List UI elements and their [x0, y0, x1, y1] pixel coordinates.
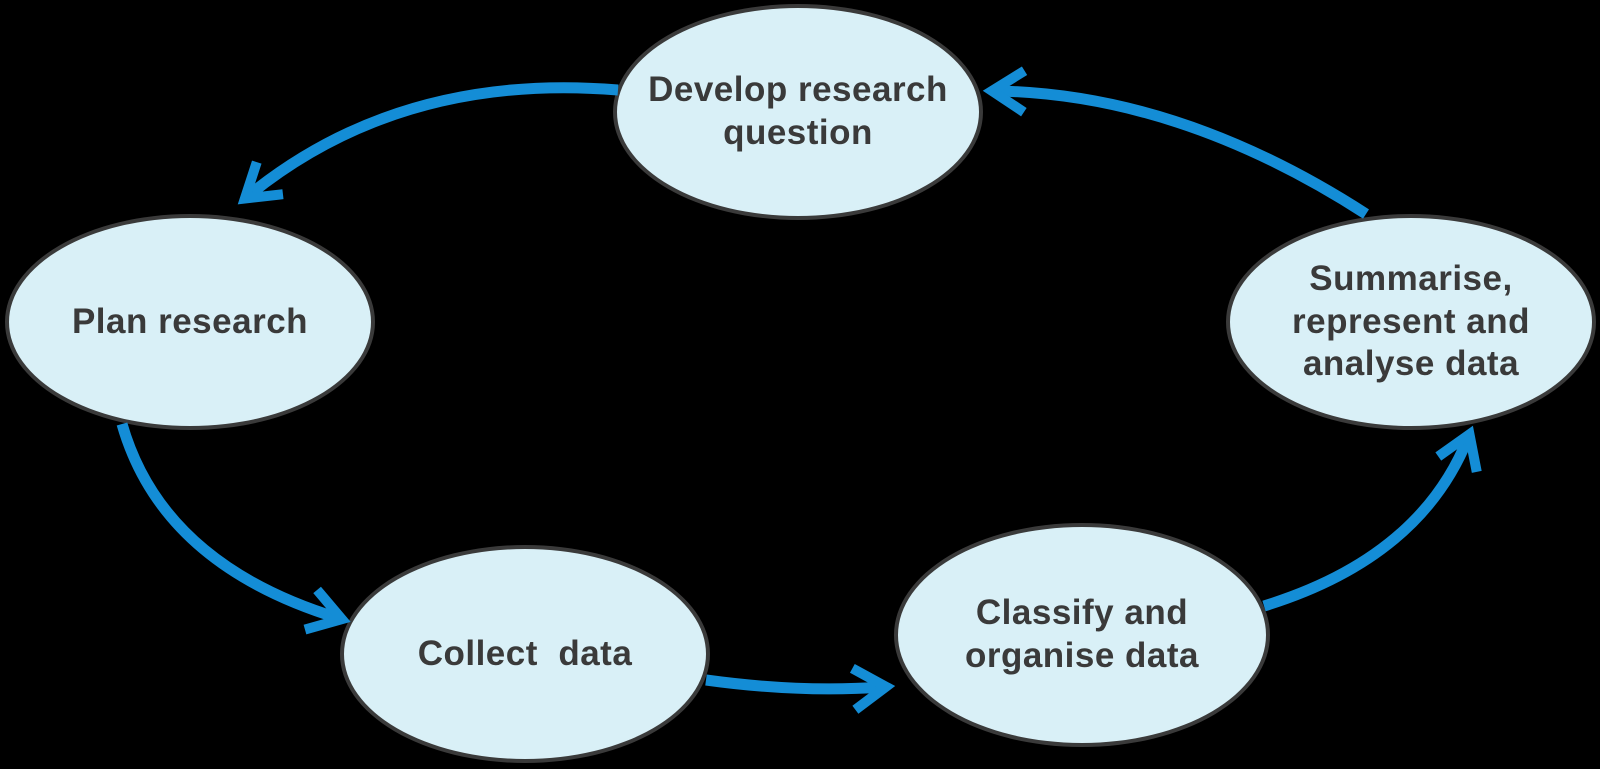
node-classify-organise-data: Classify and organise data — [894, 523, 1270, 747]
arrow-summarise-to-develop — [982, 66, 1369, 219]
node-develop-research-question: Develop research question — [613, 4, 983, 220]
node-develop-label: Develop research question — [648, 70, 948, 152]
node-summarise-label: Summarise, represent and analyse data — [1292, 258, 1530, 384]
node-plan-research: Plan research — [5, 214, 375, 430]
arrow-develop-to-plan — [237, 82, 619, 205]
node-collect-label: Collect data — [417, 633, 633, 673]
node-plan-label: Plan research — [71, 301, 309, 341]
arrow-plan-to-collect — [116, 422, 351, 635]
arrow-classify-to-summarise — [1262, 425, 1482, 612]
node-classify-label: Classify and organise data — [964, 593, 1200, 675]
node-collect-data: Collect data — [340, 545, 710, 763]
arrow-collect-to-classify — [705, 664, 896, 714]
node-summarise-represent-analyse-data: Summarise, represent and analyse data — [1226, 214, 1596, 430]
